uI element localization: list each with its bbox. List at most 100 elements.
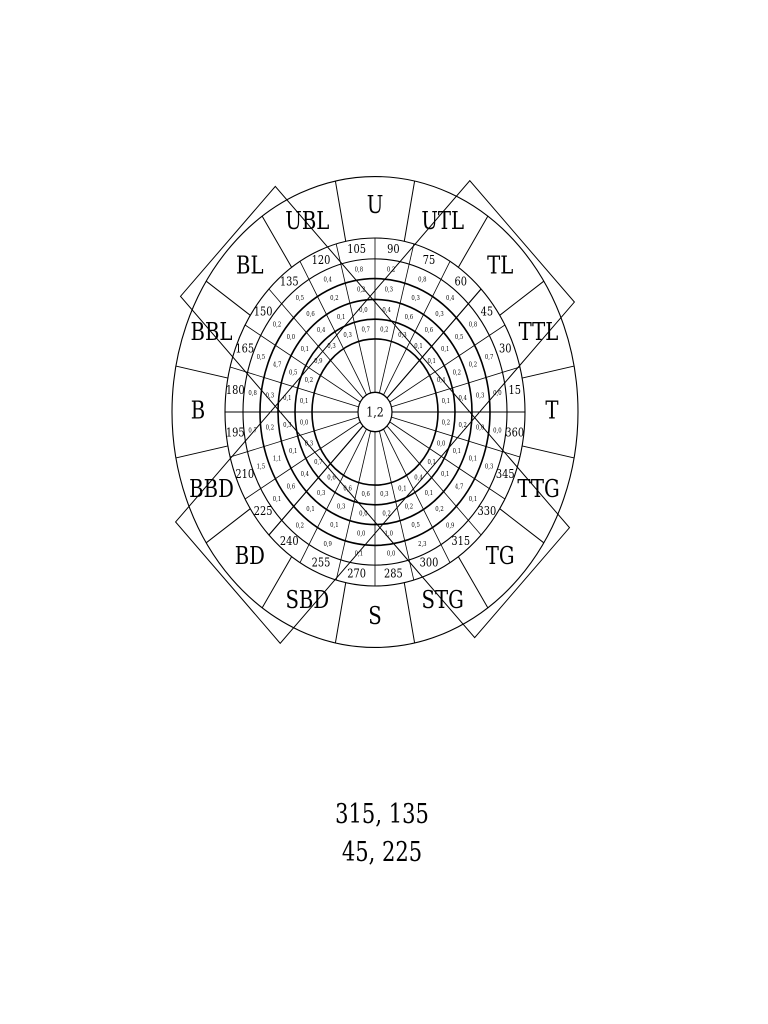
direction-divider (522, 366, 574, 378)
degree-label-150: 150 (254, 305, 273, 319)
ring-value: 0,2 (405, 503, 414, 511)
sector-spoke (379, 431, 413, 580)
ring-value: 0,1 (441, 471, 449, 479)
ring-value: 0,8 (248, 390, 257, 398)
ring-value: 0,0 (287, 333, 296, 341)
ring-value: 0,2 (442, 419, 451, 427)
degree-label-225: 225 (254, 504, 273, 518)
direction-divider (335, 181, 345, 241)
ring-value: 0,1 (469, 495, 477, 503)
ring-value: 0,3 (485, 463, 494, 471)
ring-value: 0,7 (248, 427, 257, 435)
ring-value: 0,0 (437, 440, 446, 448)
ring-value: 0,7 (314, 459, 323, 467)
ring-value: 0,1 (273, 495, 281, 503)
ring-value: 0,4 (301, 471, 310, 479)
ring-value: 0,5 (257, 353, 266, 361)
sector-spoke (384, 429, 451, 563)
direction-divider (206, 281, 250, 315)
direction-divider (176, 366, 228, 378)
ring-value: 0,2 (330, 295, 339, 303)
ring-value: 0,6 (306, 311, 315, 319)
ring-value: 0,1 (441, 346, 449, 354)
direction-label-bl: BL (236, 253, 264, 280)
ring-value: 0,0 (476, 424, 485, 432)
ring-value: 0,3 (327, 342, 336, 350)
caption-line-1: 315, 135 (335, 799, 429, 830)
ring-value: 0,6 (361, 490, 370, 498)
ring-value: 0,3 (317, 490, 326, 498)
sector-spoke (300, 429, 367, 563)
ring-value: 0,1 (337, 313, 345, 321)
degree-label-15: 15 (509, 383, 522, 397)
ring-value: 0,1 (355, 550, 363, 558)
degree-label-75: 75 (423, 253, 436, 267)
ring-value: 0,1 (306, 506, 314, 514)
direction-divider (335, 583, 345, 643)
ring-value: 0,2 (357, 286, 366, 294)
sector-spoke (390, 325, 505, 402)
ring-value: 0,3 (476, 392, 485, 400)
direction-divider (500, 281, 544, 315)
ring-value: 0,3 (266, 392, 275, 400)
direction-divider (404, 181, 414, 241)
direction-divider (458, 557, 487, 608)
degree-label-300: 300 (420, 556, 439, 570)
ring-value: 0,1 (425, 490, 433, 498)
sector-spoke (391, 367, 519, 407)
ring-value: 0,6 (343, 485, 352, 493)
caption-line-2: 45, 225 (341, 837, 423, 868)
degree-label-255: 255 (312, 556, 331, 570)
ring-value: 0,0 (359, 306, 368, 314)
ring-value: 0,0 (359, 510, 368, 518)
direction-label-ttl: TTL (519, 319, 559, 346)
ring-value: 1,0 (385, 530, 394, 538)
direction-divider (206, 509, 250, 543)
ring-value: 0,4 (458, 395, 467, 403)
direction-label-tl: TL (487, 253, 514, 280)
degree-label-315: 315 (451, 534, 470, 548)
direction-label-s: S (368, 603, 381, 630)
degree-label-90: 90 (387, 242, 400, 256)
ring-value: 1,5 (257, 463, 266, 471)
sector-spoke (245, 325, 360, 402)
degree-label-105: 105 (347, 242, 366, 256)
sector-spoke (230, 367, 358, 407)
sector-spoke (336, 244, 370, 393)
direction-divider (262, 216, 291, 267)
direction-label-ubl: UBL (285, 208, 330, 235)
ring-value: 4,7 (273, 361, 282, 369)
ring-value: 0,6 (425, 327, 434, 335)
sector-spoke (336, 431, 370, 580)
ring-value: 0,3 (283, 422, 292, 430)
direction-label-utl: UTL (421, 208, 464, 235)
ring-value: 0,1 (330, 522, 338, 530)
direction-label-u: U (367, 192, 384, 219)
ring-value: 0,0 (493, 427, 502, 435)
sector-spoke (390, 422, 505, 499)
ring-value: 0,2 (458, 422, 467, 430)
ring-value: 0,2 (273, 321, 282, 329)
ring-value: 0,5 (296, 294, 305, 302)
sector-spoke (384, 261, 451, 395)
direction-divider (176, 446, 228, 458)
sector-spoke (379, 244, 413, 393)
ring-value: 0,1 (301, 346, 309, 354)
direction-label-bbl: BBL (191, 319, 233, 346)
center-circle: 1,2 (357, 391, 393, 433)
ring-value: 0,0 (493, 390, 502, 398)
direction-label-sbd: SBD (285, 587, 329, 614)
ring-value: 0,1 (442, 397, 450, 405)
ring-value: 0,2 (387, 266, 396, 274)
direction-label-ttg: TTG (517, 476, 559, 503)
ring-value: 0,9 (323, 541, 332, 549)
sector-spoke (387, 426, 481, 535)
degree-label-135: 135 (280, 275, 299, 289)
ring-value: 0,2 (266, 424, 275, 432)
ring-value: 0,1 (469, 455, 477, 463)
ring-value: 0,7 (361, 326, 370, 334)
ring-value: 0,2 (380, 326, 389, 334)
ring-value: 0,1 (398, 485, 406, 493)
direction-label-b: B (191, 398, 205, 425)
